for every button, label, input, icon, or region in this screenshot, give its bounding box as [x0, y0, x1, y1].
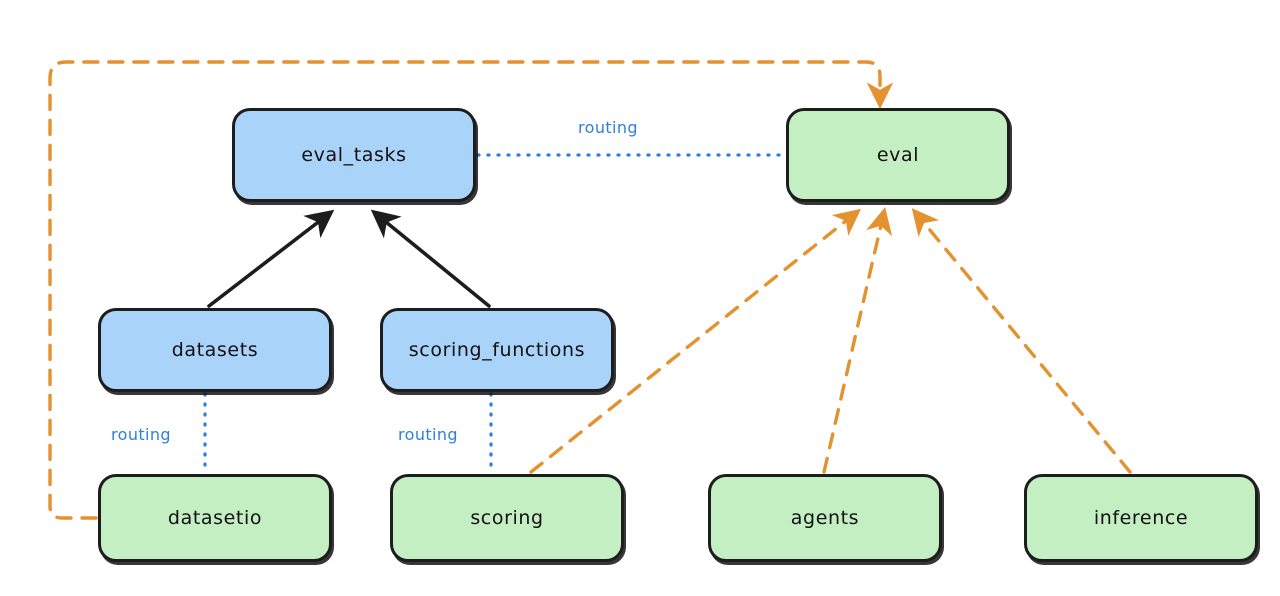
- edge-inference-eval: [911, 208, 1132, 474]
- node-label-agents: agents: [790, 507, 860, 529]
- node-label-scoring_functions: scoring_functions: [408, 339, 586, 361]
- node-datasetio[interactable]: datasetio: [98, 474, 332, 562]
- edge-agents-eval: [822, 207, 893, 474]
- node-label-eval: eval: [876, 144, 920, 166]
- node-eval[interactable]: eval: [786, 108, 1010, 202]
- edge-scoring_functions-eval_tasks: [370, 209, 491, 308]
- node-label-inference: inference: [1093, 507, 1189, 529]
- node-label-datasets: datasets: [171, 339, 259, 361]
- node-agents[interactable]: agents: [708, 474, 942, 562]
- node-datasets[interactable]: datasets: [98, 308, 332, 392]
- node-label-eval_tasks: eval_tasks: [301, 144, 407, 166]
- node-eval_tasks[interactable]: eval_tasks: [232, 108, 476, 202]
- node-scoring_functions[interactable]: scoring_functions: [380, 308, 614, 392]
- edge-label-datasetio-routing: routing: [111, 425, 171, 444]
- edge-scoring-eval: [529, 208, 861, 474]
- edge-label-eval-routing: routing: [578, 118, 638, 137]
- node-label-scoring: scoring: [470, 507, 544, 529]
- edge-label-scoring-routing: routing: [398, 425, 458, 444]
- node-inference[interactable]: inference: [1024, 474, 1258, 562]
- edge-datasets-eval_tasks: [207, 209, 335, 308]
- node-label-datasetio: datasetio: [167, 507, 263, 529]
- node-scoring[interactable]: scoring: [390, 474, 624, 562]
